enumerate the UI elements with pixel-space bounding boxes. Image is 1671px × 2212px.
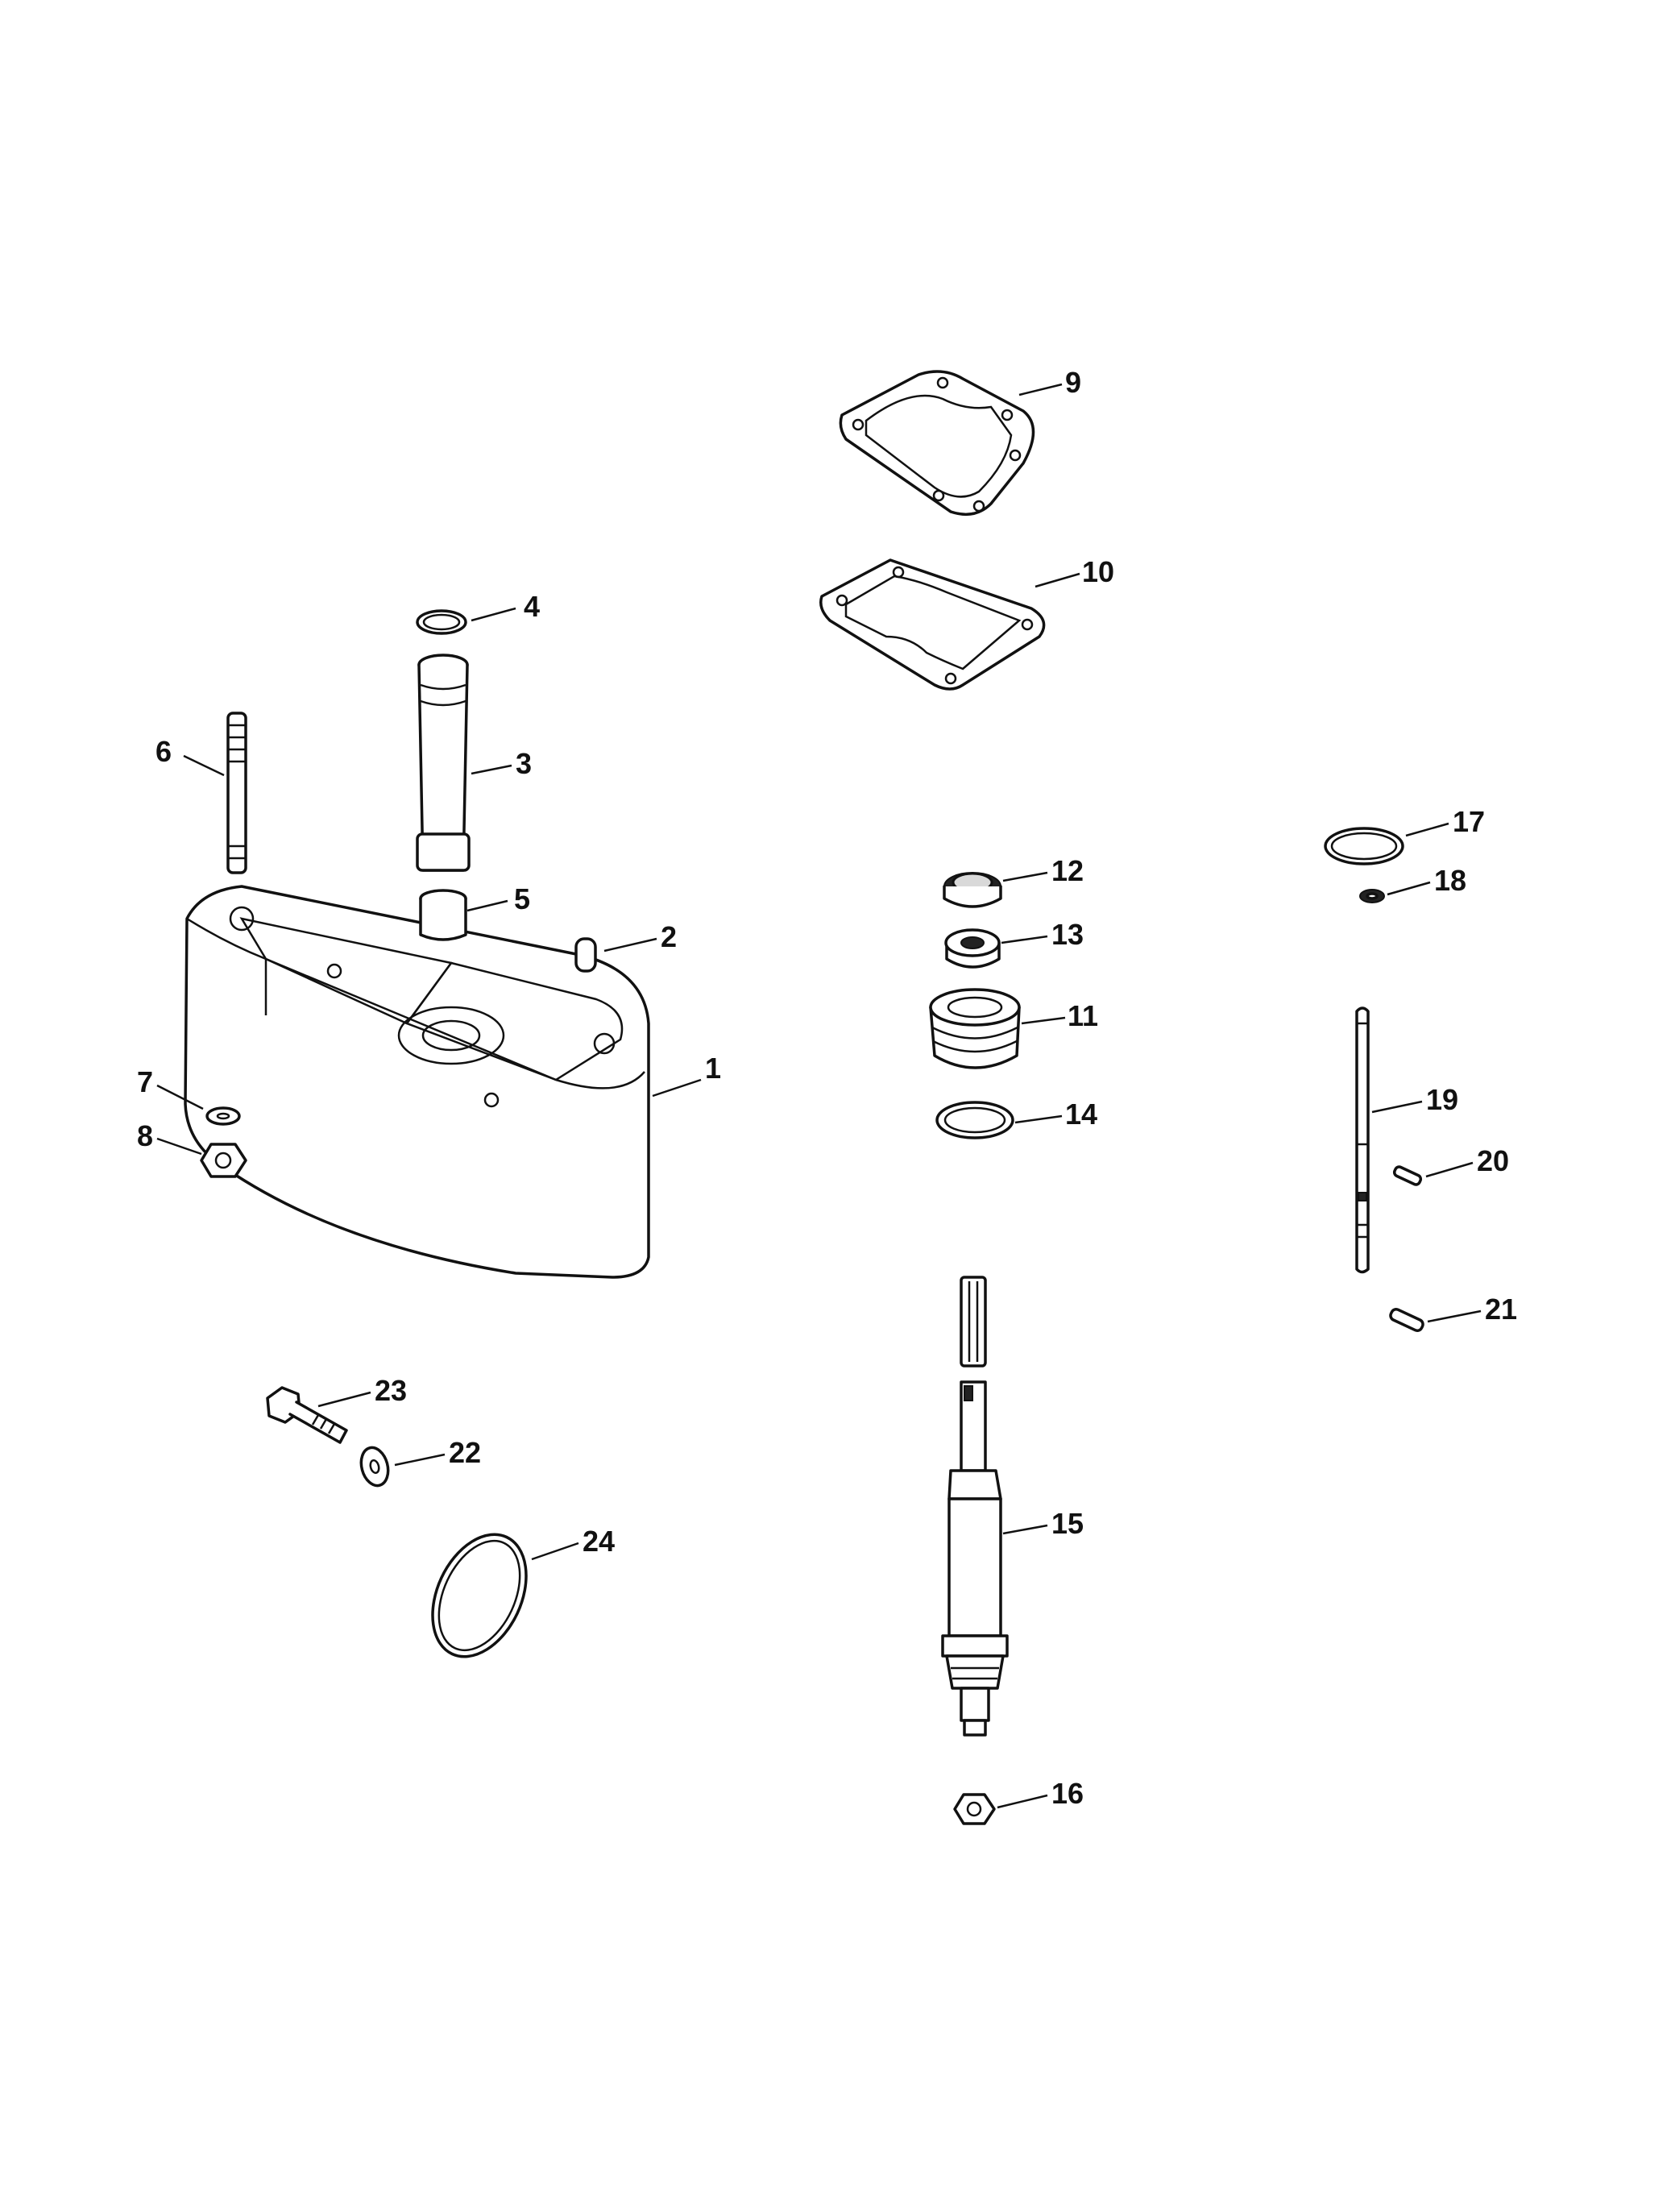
callout-22: 22 xyxy=(449,1436,481,1469)
leader-13 xyxy=(1001,935,1048,944)
leader-16 xyxy=(997,1794,1048,1809)
leader-3 xyxy=(471,764,512,775)
leader-9 xyxy=(1018,383,1063,396)
callout-16: 16 xyxy=(1051,1777,1084,1810)
part-22-washer xyxy=(359,1446,390,1488)
leader-24 xyxy=(531,1542,579,1561)
callout-6: 6 xyxy=(155,735,172,768)
callout-23: 23 xyxy=(375,1374,407,1407)
callout-4: 4 xyxy=(524,590,540,623)
part-12-bearing xyxy=(943,872,1002,908)
part-17-o-ring xyxy=(1324,827,1404,865)
part-13-bearing xyxy=(944,928,1001,969)
callout-9: 9 xyxy=(1065,366,1081,399)
callout-8: 8 xyxy=(137,1119,153,1152)
leader-17 xyxy=(1405,822,1449,837)
part-15-shaft xyxy=(941,1276,1009,1737)
leader-19 xyxy=(1371,1100,1423,1114)
leader-21 xyxy=(1427,1309,1482,1323)
part-10-gasket xyxy=(819,558,1046,691)
leader-14 xyxy=(1014,1114,1063,1124)
leader-15 xyxy=(1002,1524,1048,1535)
callout-11: 11 xyxy=(1068,999,1098,1032)
leader-lines xyxy=(156,383,1482,1809)
callout-13: 13 xyxy=(1051,918,1084,951)
callout-5: 5 xyxy=(514,882,530,915)
callout-19: 19 xyxy=(1426,1083,1458,1116)
part-1-housing xyxy=(184,885,650,1279)
leader-8 xyxy=(156,1137,202,1156)
part-8-nut xyxy=(200,1143,247,1178)
callout-labels: 1 2 3 4 5 6 7 8 9 10 11 12 13 14 15 16 1… xyxy=(137,366,1517,1810)
part-20-pin xyxy=(1392,1165,1423,1186)
part-21-pin xyxy=(1389,1308,1424,1332)
part-9-gasket xyxy=(839,370,1035,517)
leader-10 xyxy=(1035,572,1080,588)
callout-2: 2 xyxy=(661,920,677,953)
part-19-rod xyxy=(1355,1006,1370,1274)
leader-11 xyxy=(1021,1016,1066,1025)
callout-3: 3 xyxy=(516,747,532,780)
leader-4 xyxy=(471,607,516,622)
leader-1 xyxy=(652,1078,702,1098)
leader-23 xyxy=(317,1391,371,1408)
callout-14: 14 xyxy=(1065,1098,1097,1131)
leader-5 xyxy=(466,899,508,912)
part-24-o-ring xyxy=(431,1533,528,1658)
callout-1: 1 xyxy=(705,1052,721,1085)
callout-24: 24 xyxy=(583,1525,615,1558)
leader-22 xyxy=(394,1453,446,1467)
callout-12: 12 xyxy=(1051,854,1084,887)
callout-10: 10 xyxy=(1082,555,1114,588)
leader-2 xyxy=(603,937,657,952)
part-7-washer xyxy=(205,1106,241,1126)
part-18-ring xyxy=(1359,889,1385,903)
part-3-tube xyxy=(416,654,471,872)
part-2-dowel-pin xyxy=(574,937,597,973)
leader-6 xyxy=(183,754,225,777)
part-11-seal-carrier xyxy=(929,988,1021,1069)
part-6-stud xyxy=(226,712,247,874)
leader-20 xyxy=(1425,1161,1474,1178)
callout-15: 15 xyxy=(1051,1507,1084,1540)
part-14-o-ring xyxy=(935,1101,1014,1139)
callout-7: 7 xyxy=(137,1065,153,1098)
leader-12 xyxy=(1002,871,1048,882)
leader-18 xyxy=(1387,881,1431,896)
part-23-bolt xyxy=(266,1386,348,1444)
callout-20: 20 xyxy=(1477,1144,1509,1177)
callout-21: 21 xyxy=(1485,1293,1517,1326)
callout-18: 18 xyxy=(1434,864,1466,897)
part-4-o-ring xyxy=(416,609,467,635)
callout-17: 17 xyxy=(1453,805,1485,838)
part-16-nut xyxy=(953,1793,996,1825)
part-5-bushing xyxy=(419,889,467,941)
leader-7 xyxy=(156,1084,204,1110)
